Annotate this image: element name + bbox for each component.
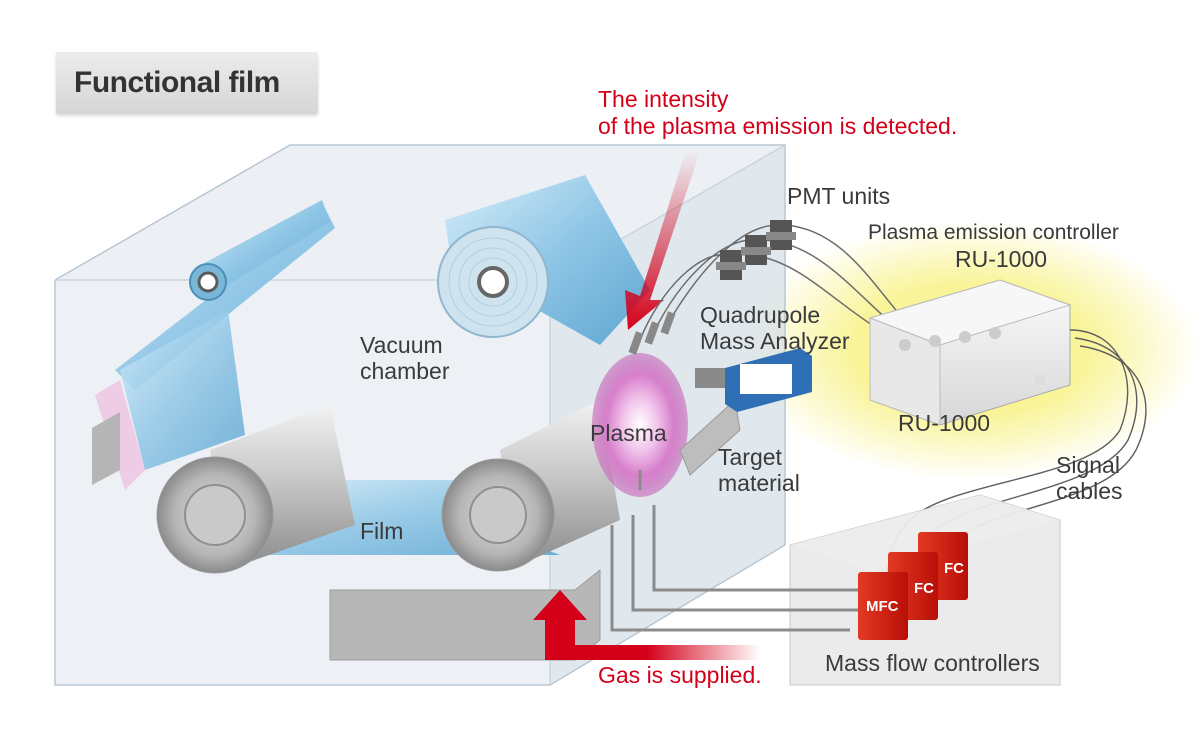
emission-probes — [628, 311, 676, 355]
target-label-line1: Target — [718, 444, 782, 470]
supply-roll — [437, 226, 549, 338]
page-title: Functional film — [74, 66, 280, 99]
pmt-units — [716, 220, 796, 280]
emission-annotation-line1: The intensity — [598, 86, 729, 112]
ru-1000-controller — [868, 279, 1072, 426]
controller-title-label: Plasma emission controller — [868, 221, 1119, 244]
pmt-units-label: PMT units — [787, 183, 891, 209]
gas-annotation: Gas is supplied. — [598, 662, 762, 688]
vacuum-label-line2: chamber — [360, 358, 450, 384]
gas-arrow — [533, 590, 760, 660]
mfc-units — [858, 532, 968, 640]
mfc-front-label: MFC — [866, 598, 899, 615]
target-material — [679, 399, 741, 476]
gas-lines — [610, 470, 910, 632]
qma-label-line1: Quadrupole — [700, 302, 821, 328]
quadrupole-mass-analyzer — [695, 348, 812, 412]
signal-label-line2: cables — [1056, 478, 1123, 504]
signal-label-line1: Signal — [1056, 452, 1120, 478]
emission-annotation-line2: of the plasma emission is detected. — [598, 113, 958, 139]
plasma-glow — [592, 353, 688, 497]
qma-label-line2: Mass Analyzer — [700, 328, 850, 354]
vacuum-label-line1: Vacuum — [360, 332, 443, 358]
film-label: Film — [360, 518, 404, 544]
title-badge: Functional film — [56, 52, 318, 114]
mfc-group-label: Mass flow controllers — [825, 650, 1040, 676]
plasma-label: Plasma — [590, 420, 667, 446]
mfc-back-label: FC — [944, 560, 964, 577]
left-bracket — [92, 412, 120, 485]
target-label-line2: material — [718, 470, 800, 496]
controller-model-label: RU-1000 — [955, 246, 1048, 272]
mfc-middle-label: FC — [914, 580, 934, 597]
drum-roller-left — [156, 405, 355, 574]
drum-roller-right — [441, 400, 620, 572]
guide-roller-left — [189, 200, 330, 301]
base-bar — [329, 568, 601, 661]
emission-arrow — [625, 150, 700, 330]
controller-model-below-label: RU-1000 — [898, 410, 991, 436]
